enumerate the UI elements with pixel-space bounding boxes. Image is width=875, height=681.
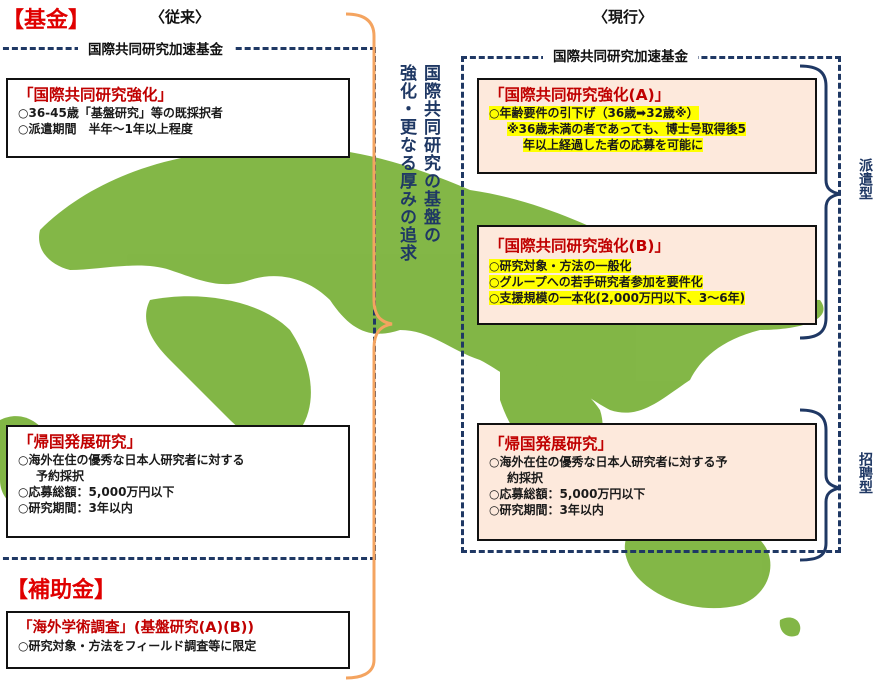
shohei-brace: [799, 408, 841, 562]
left-kikoku-line3: ○応募総額：5,000万円以下: [18, 485, 175, 499]
right-kyoka-a-line3: 年以上経過した者の応募を可能に: [489, 137, 815, 153]
eurasia-shape: [39, 147, 824, 413]
right-kyoka-a-line3-text: 年以上経過した者の応募を可能に: [523, 138, 704, 152]
left-kikoku-line2: 予約採択: [36, 469, 85, 483]
kaigai-line1: ○研究対象・方法をフィールド調査等に限定: [18, 639, 257, 653]
right-kikoku-line3: ○応募総額：5,000万円以下: [489, 487, 646, 501]
left-kikoku-line1: ○海外在住の優秀な日本人研究者に対する: [18, 453, 245, 467]
side-text-line2: 強化・更なる厚みの追求: [396, 64, 416, 262]
right-kyoka-a-line1-text: ○年齢要件の引下げ（36歳➡32歳※）: [489, 106, 699, 120]
haken-brace: [799, 64, 841, 340]
left-kyoka-line2: ○派遣期間 半年～1年以上程度: [18, 122, 193, 136]
left-kikoku-box: 「帰国発展研究」 ○海外在住の優秀な日本人研究者に対する 予約採択 ○応募総額：…: [6, 425, 350, 538]
africa-shape: [146, 296, 311, 441]
conventional-heading: 〈従来〉: [150, 8, 211, 26]
right-kyoka-a-line1: ○年齢要件の引下げ（36歳➡32歳※）: [489, 105, 815, 121]
left-fund-title: 国際共同研究加速基金: [78, 38, 233, 58]
right-kyoka-b-line2: ○グループへの若手研究者参加を要件化: [489, 274, 815, 290]
right-kyoka-a-line2-text: ※36歳未満の者であっても、博士号取得後5: [507, 122, 747, 136]
right-kyoka-b-line3: ○支援規模の一本化(2,000万円以下、3～6年): [489, 290, 815, 306]
haken-type-label: 派遣型: [857, 158, 873, 200]
left-kyoka-box: 「国際共同研究強化」 ○36-45歳「基盤研究」等の既採択者 ○派遣期間 半年～…: [6, 78, 350, 158]
hojokin-label: 【補助金】: [6, 578, 117, 603]
right-kyoka-b-line2-text: ○グループへの若手研究者参加を要件化: [489, 275, 703, 289]
right-kyoka-b-line1: ○研究対象・方法の一般化: [489, 258, 815, 274]
right-kyoka-b-line3-text: ○支援規模の一本化(2,000万円以下、3～6年): [489, 291, 746, 305]
left-kikoku-title: 「帰国発展研究」: [18, 433, 143, 451]
right-kikoku-box: 「帰国発展研究」 ○海外在住の優秀な日本人研究者に対する予 約採択 ○応募総額：…: [477, 423, 817, 541]
left-kyoka-title: 「国際共同研究強化」: [18, 86, 174, 104]
right-kyoka-b-title: 「国際共同研究強化(B)」: [489, 237, 670, 255]
right-kyoka-a-box: 「国際共同研究強化(A)」 ○年齢要件の引下げ（36歳➡32歳※） ※36歳未満…: [477, 78, 817, 174]
kikin-label: 【基金】: [2, 8, 91, 33]
left-kikoku-line4: ○研究期間：3年以内: [18, 501, 133, 515]
current-heading: 〈現行〉: [593, 8, 654, 26]
island-shape-2: [779, 617, 801, 637]
right-kyoka-a-line2: ※36歳未満の者であっても、博士号取得後5: [489, 121, 815, 137]
shohei-type-label: 招聘型: [857, 452, 873, 494]
side-text-line1: 国際共同研究の基盤の: [420, 64, 440, 244]
right-kyoka-b-line1-text: ○研究対象・方法の一般化: [489, 259, 632, 273]
right-fund-title: 国際共同研究加速基金: [543, 45, 698, 65]
right-kikoku-line1: ○海外在住の優秀な日本人研究者に対する予: [489, 455, 728, 469]
kaigai-title: 「海外学術調査」(基盤研究(A)(B)): [18, 620, 255, 636]
kaigai-box: 「海外学術調査」(基盤研究(A)(B)) ○研究対象・方法をフィールド調査等に限…: [6, 611, 350, 669]
right-kyoka-a-title: 「国際共同研究強化(A)」: [489, 86, 671, 104]
left-kyoka-line1: ○36-45歳「基盤研究」等の既採択者: [18, 106, 223, 120]
right-kikoku-title: 「帰国発展研究」: [489, 435, 614, 453]
right-kikoku-line4: ○研究期間：3年以内: [489, 503, 604, 517]
right-kyoka-b-box: 「国際共同研究強化(B)」 ○研究対象・方法の一般化 ○グループへの若手研究者参…: [477, 225, 817, 325]
right-kikoku-line2: 約採択: [507, 471, 544, 485]
orange-brace: [345, 12, 393, 680]
